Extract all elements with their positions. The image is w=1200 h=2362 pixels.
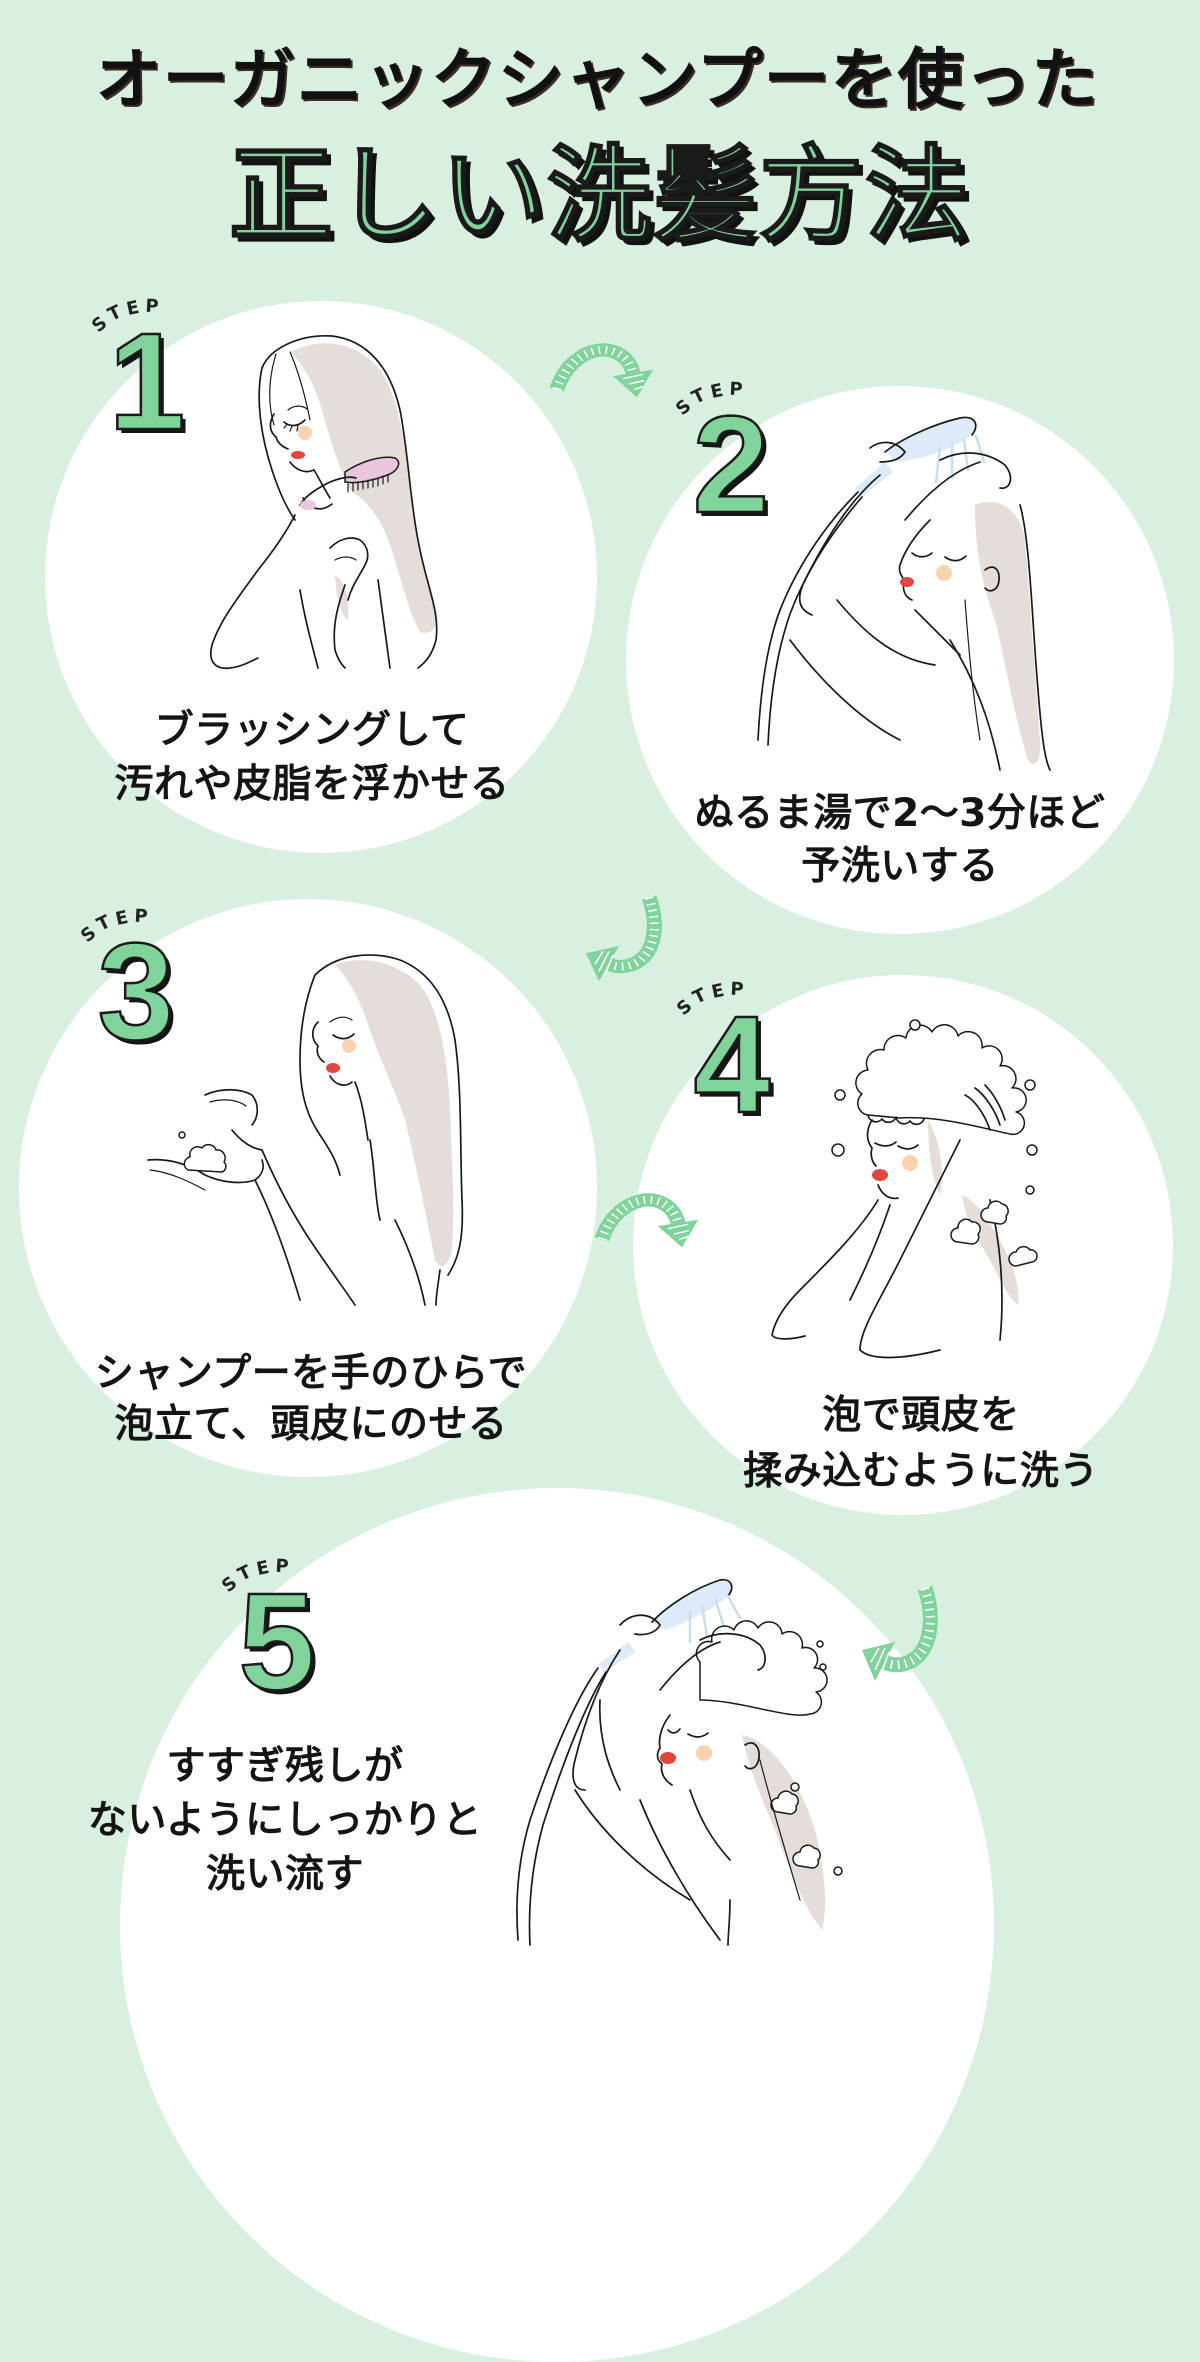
caption-line: 泡で頭皮を bbox=[822, 1393, 1020, 1438]
step-4-caption: 泡で頭皮を 揉み込むように洗う bbox=[621, 1388, 1200, 1500]
curved-arrow-icon bbox=[602, 1200, 698, 1247]
step-1-badge: S T E P 1 bbox=[87, 286, 207, 453]
caption-line: 泡立て、頭皮にのせる bbox=[114, 1402, 508, 1447]
hook-arrow-icon bbox=[586, 897, 654, 981]
step-number: 1 bbox=[107, 305, 186, 459]
illustration-layer bbox=[147, 335, 1051, 1946]
step-number: 4 bbox=[692, 988, 771, 1142]
illustration-step-2 bbox=[757, 416, 1051, 771]
illustration-step-1 bbox=[210, 335, 438, 670]
title-line-2: 正しい洗髪方法 bbox=[228, 134, 971, 256]
step-3-badge: S T E P 3 bbox=[76, 896, 196, 1063]
step-2-circle bbox=[626, 386, 1174, 934]
step-2-badge: S T E P 2 bbox=[671, 369, 791, 536]
step-3-caption: シャンプーを手のひらで 泡立て、頭皮にのせる bbox=[11, 1348, 611, 1450]
illustration-step-5 bbox=[516, 1578, 843, 1946]
caption-line: ないようにしっかりと bbox=[87, 1798, 483, 1843]
illustration-step-4 bbox=[771, 1019, 1038, 1359]
step-5-caption: すすぎ残しが ないようにしっかりと 洗い流す bbox=[0, 1740, 585, 1902]
step-5-badge: S T E P 5 bbox=[217, 1546, 337, 1713]
caption-line: 揉み込むように洗う bbox=[743, 1449, 1099, 1494]
step-4-badge: S T E P 4 bbox=[672, 969, 792, 1136]
step-1-caption: ブラッシングして 汚れや皮脂を浮かせる bbox=[12, 704, 612, 812]
caption-line: シャンプーを手のひらで bbox=[94, 1351, 528, 1396]
caption-line: ぬるま湯で2〜3分ほど bbox=[694, 791, 1106, 836]
step-2-caption: ぬるま湯で2〜3分ほど 予洗いする bbox=[600, 787, 1200, 893]
illustration-step-3 bbox=[147, 954, 464, 1306]
step-number: 3 bbox=[96, 915, 175, 1069]
caption-line: 洗い流す bbox=[205, 1852, 364, 1897]
caption-line: 予洗いする bbox=[801, 844, 999, 889]
caption-line: すすぎ残しが bbox=[166, 1744, 404, 1789]
step-number: 2 bbox=[691, 388, 770, 542]
caption-line: ブラッシングして bbox=[154, 708, 470, 753]
hook-arrow-icon bbox=[862, 1588, 930, 1681]
title-line-1: オーガニックシャンプーを使った bbox=[95, 41, 1099, 118]
caption-line: 汚れや皮脂を浮かせる bbox=[114, 762, 510, 807]
curved-arrow-icon bbox=[557, 350, 653, 397]
step-number: 5 bbox=[237, 1565, 316, 1719]
